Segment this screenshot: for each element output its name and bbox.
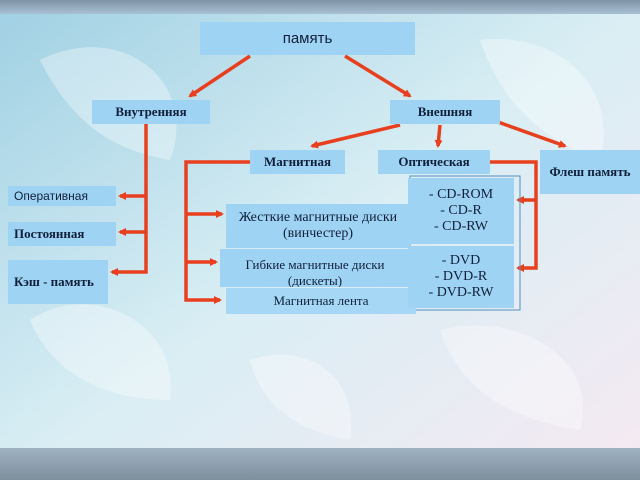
magnetic-node: Магнитная (250, 150, 345, 174)
optical-label: Оптическая (398, 154, 470, 169)
dvd-rw-label: - DVD-RW (428, 285, 494, 300)
memory-root-node: память (200, 22, 415, 55)
dvd-label: - DVD (441, 253, 481, 268)
rom-label: Постоянная (14, 226, 85, 241)
external-memory-label: Внешняя (417, 104, 473, 119)
optical-node: Оптическая (378, 150, 490, 174)
magnetic-tape-label: Магнитная лента (273, 293, 369, 308)
cd-rom-label: - CD-ROM (428, 187, 494, 202)
external-memory-node: Внешняя (390, 100, 500, 124)
cd-formats-node: - CD-ROM - CD-R - CD-RW (408, 178, 514, 244)
ram-node: Оперативная (8, 186, 116, 206)
bottom-bar (0, 448, 640, 480)
dvd-r-label: - DVD-R (434, 269, 488, 284)
dvd-formats-node: - DVD - DVD-R - DVD-RW (408, 246, 514, 308)
flash-label: Флеш память (549, 164, 631, 179)
magnetic-label: Магнитная (263, 154, 332, 169)
internal-memory-node: Внутренняя (92, 100, 210, 124)
cd-rw-label: - CD-RW (433, 219, 489, 234)
floppy-disk-node: Гибкие магнитные диски (дискеты) (220, 249, 410, 287)
floppy-disk-label: Гибкие магнитные диски (дискеты) (245, 257, 385, 287)
memory-root-label: память (282, 29, 333, 47)
cd-r-label: - CD-R (440, 203, 482, 218)
top-bar (0, 0, 640, 14)
magnetic-tape-node: Магнитная лента (226, 288, 416, 314)
rom-node: Постоянная (8, 222, 116, 246)
cache-node: Кэш - память (8, 260, 108, 304)
cache-label: Кэш - память (14, 274, 94, 289)
hard-disk-label: Жесткие магнитные диски (винчестер) (238, 210, 398, 241)
ram-label: Оперативная (14, 189, 88, 203)
internal-memory-label: Внутренняя (115, 104, 187, 119)
hard-disk-node: Жесткие магнитные диски (винчестер) (226, 204, 410, 248)
flash-node: Флеш память (540, 150, 640, 194)
